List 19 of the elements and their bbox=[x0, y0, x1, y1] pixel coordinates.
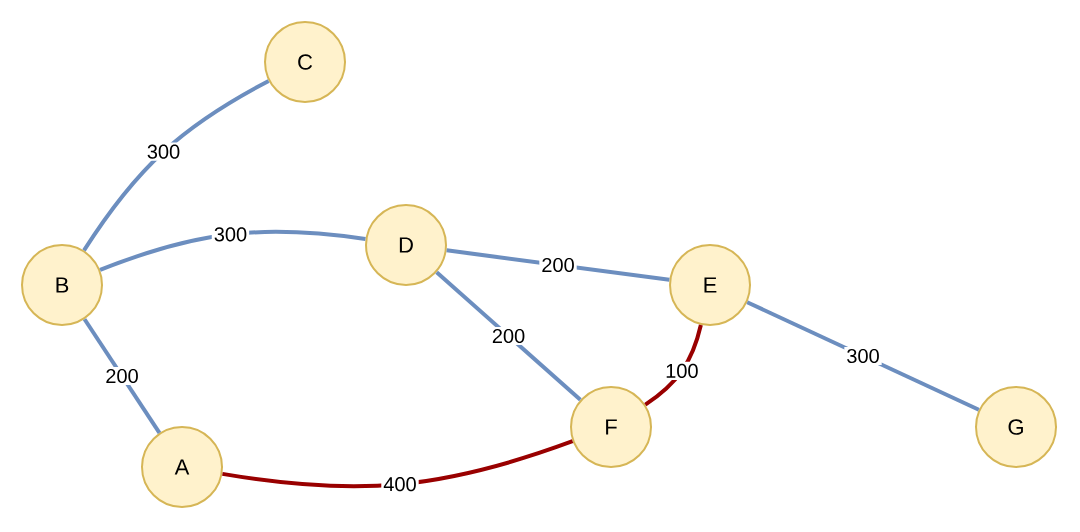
edge-label: 100 bbox=[663, 361, 701, 380]
connector-line bbox=[82, 79, 270, 252]
edge-label: 400 bbox=[381, 475, 419, 494]
circle-node: F bbox=[570, 386, 652, 468]
connector-line bbox=[222, 439, 574, 489]
edge-label: 300 bbox=[144, 142, 183, 161]
circle-node: D bbox=[365, 204, 447, 286]
edge-label: 300 bbox=[211, 225, 250, 244]
edge-label: 200 bbox=[539, 255, 577, 275]
edge-label: 300 bbox=[844, 346, 882, 366]
edge-label: 200 bbox=[489, 326, 528, 346]
circle-node: G bbox=[975, 386, 1057, 468]
circle-node: C bbox=[264, 21, 346, 103]
circle-node: B bbox=[21, 244, 103, 326]
connector-line bbox=[746, 300, 980, 412]
edge-label: 200 bbox=[103, 366, 141, 386]
connector-line bbox=[435, 270, 582, 402]
circle-node: A bbox=[141, 426, 223, 508]
circle-node: E bbox=[669, 244, 751, 326]
